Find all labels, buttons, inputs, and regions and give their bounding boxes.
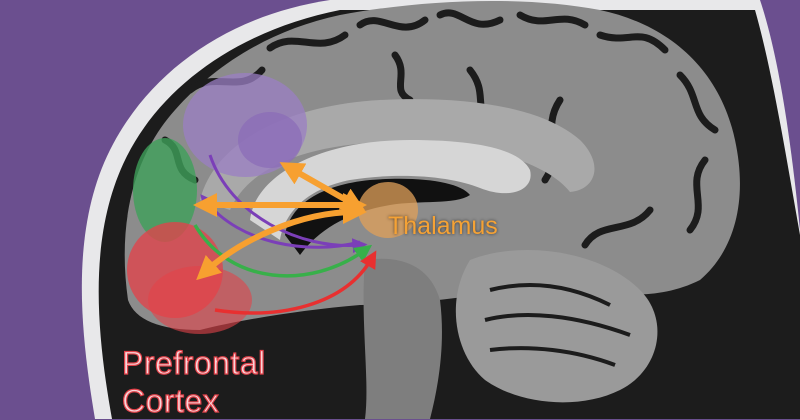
arrow-orange-low [196,200,367,281]
brainstem [363,258,442,419]
thalamus-region [358,182,418,238]
cerebellum-folds [484,283,631,367]
purple-region-inner [238,112,302,168]
red-region-lower [148,266,252,334]
prefrontal-cortex-label: Prefrontal Cortex [121,344,266,420]
prefrontal-label-line1: Prefrontal [121,344,266,381]
green-region [133,138,197,242]
prefrontal-label-line2: Cortex [121,382,220,419]
thalamus-label: Thalamus [388,212,498,240]
